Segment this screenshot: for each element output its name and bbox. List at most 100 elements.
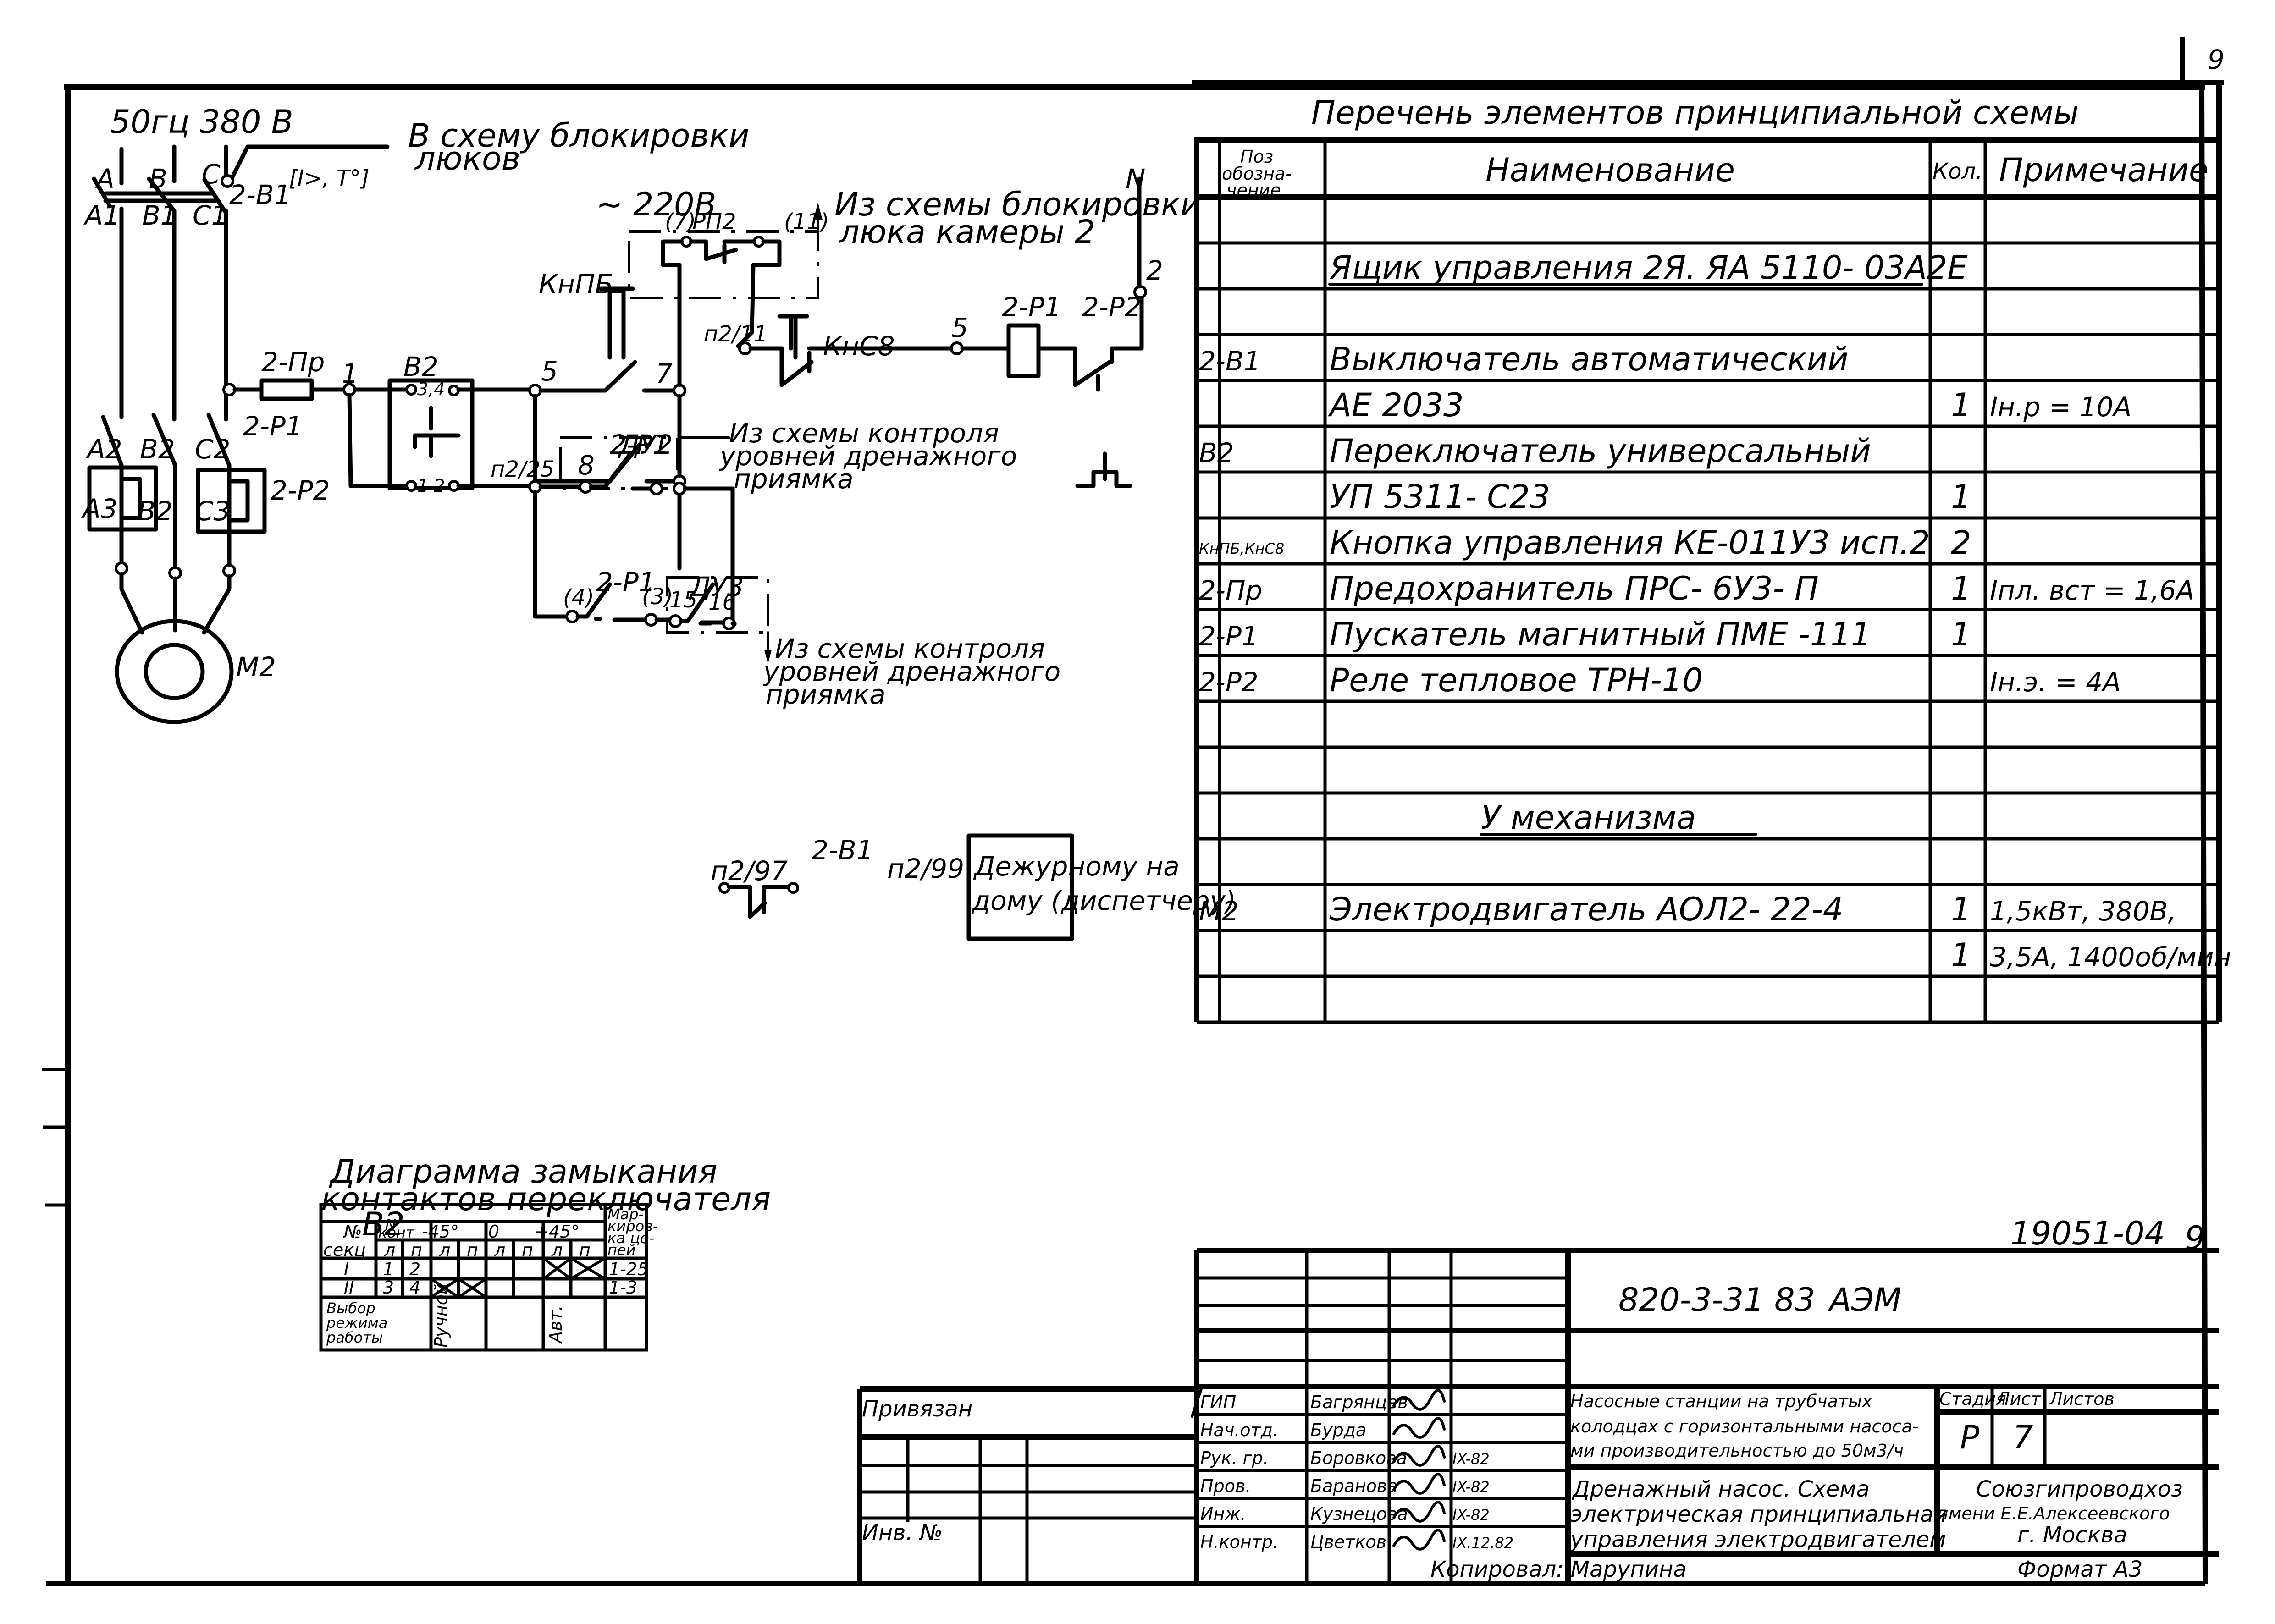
handwritten-signature xyxy=(1392,1501,1446,1523)
row-name: Переключатель универсальный xyxy=(1330,432,1871,470)
bound-label: Привязан xyxy=(862,1396,972,1422)
row-name: Кнопка управления КЕ-011У3 исп.2 xyxy=(1330,524,1930,562)
signature-name: Цветков xyxy=(1310,1532,1386,1552)
row-pos: 2-P1 xyxy=(1199,621,1259,652)
node-label-1: 1 xyxy=(342,358,359,389)
row-note: Iн.э. = 4А xyxy=(1990,666,2121,698)
row-qty: 1 xyxy=(1951,386,1971,424)
signature-role: Инж. xyxy=(1200,1504,1246,1524)
contacts-header: N xyxy=(385,1216,396,1233)
signature-name: Боровкова xyxy=(1310,1448,1407,1468)
row-pos: 2-Пр xyxy=(1199,575,1262,606)
circuit-marking: 1-25 xyxy=(609,1259,648,1279)
note-level-2-line2: уровней дренажного xyxy=(762,656,1060,687)
corner-mark: 9 xyxy=(2208,44,2225,75)
contact-left: 3 xyxy=(383,1277,394,1298)
control-voltage-label: ~ 220В xyxy=(596,186,717,223)
header-pos-line2: обозна- xyxy=(1222,164,1292,184)
lr-header: п xyxy=(579,1240,591,1260)
signature-row: Нач.отд.Бурда xyxy=(1197,1413,1568,1440)
row-pos: 2-В1 xyxy=(1199,346,1261,377)
contact-left: 1 xyxy=(383,1259,394,1279)
row-name: Пускатель магнитный ПМЕ -111 xyxy=(1330,616,1872,653)
contactor-main-label: 2-P1 xyxy=(243,411,303,442)
alarm-right-terminal: п2/99 xyxy=(887,853,964,884)
handwritten-signature xyxy=(1392,1473,1446,1495)
elements-table-row: У механизма xyxy=(1197,799,2219,841)
motor-label: M2 xyxy=(236,651,276,683)
node-label-4: (4) xyxy=(563,585,594,611)
signature-role: Рук. гр. xyxy=(1200,1448,1269,1468)
lr-header: л xyxy=(439,1240,450,1260)
row-qty: 1 xyxy=(1951,570,1971,607)
sheet-title-line2: электрическая принципиальная xyxy=(1570,1502,1947,1527)
switch-diagram-title-line2: контактов переключателя xyxy=(321,1180,771,1218)
row-name: У механизма xyxy=(1481,799,1696,837)
handwritten-signature xyxy=(1392,1529,1446,1551)
leader-mark xyxy=(1191,1387,1203,1418)
contact-right: 2 xyxy=(409,1259,420,1279)
phase-label-b2: B2 xyxy=(140,434,175,465)
alarm-box-line1: Дежурному на xyxy=(973,851,1180,882)
switch-contacts-bottom: 1 2 xyxy=(417,476,445,496)
alarm-circuit: п2/97 2-В1 п2/99 Дежурному на дому (дисп… xyxy=(711,833,1236,941)
row-qty: 1 xyxy=(1951,891,1971,928)
header-note: Примечание xyxy=(1999,151,2209,189)
node-label-2: 2 xyxy=(1146,255,1163,286)
note-level-1-line2: уровней дренажного xyxy=(719,440,1017,472)
lr-header: п xyxy=(522,1240,533,1260)
marking-header: пей xyxy=(607,1241,635,1259)
signature-date: IX-82 xyxy=(1452,1478,1490,1496)
header-pos-line3: чение xyxy=(1226,180,1281,200)
row-name: Выключатель автоматический xyxy=(1330,341,1848,378)
note-level-1-line1: Из схемы контроля xyxy=(729,418,999,449)
node-label-8: 8 xyxy=(578,450,595,481)
motor-symbol xyxy=(115,619,234,724)
mode-label: режима xyxy=(326,1314,387,1332)
coil-2p1 xyxy=(1006,323,1041,378)
power-circuit: 50гц 380 В A B C В схему блокировки люко… xyxy=(81,103,750,724)
lr-header: п xyxy=(411,1240,422,1260)
contacts-header: конт xyxy=(378,1224,415,1241)
mode-auto: Авт. xyxy=(546,1305,566,1344)
selfhold-label: 2-P1 xyxy=(610,429,669,460)
signature-name: Бурда xyxy=(1310,1420,1366,1440)
lr-header: л xyxy=(551,1240,563,1260)
row-pos: M2 xyxy=(1199,896,1239,927)
phase-label-b1: B1 xyxy=(142,200,177,231)
aux-contact-label: 2-P1 xyxy=(596,567,656,598)
row-name: Реле тепловое ТРН-10 xyxy=(1330,661,1703,699)
sheet-title-line3: управления электродвигателем xyxy=(1569,1527,1946,1552)
stage-label: Стадия xyxy=(1939,1389,2006,1409)
signature-name: Баранова xyxy=(1310,1476,1398,1496)
row-name: Предохранитель ПРС- 6У3- П xyxy=(1330,570,1819,607)
phase-label-c2: C2 xyxy=(195,434,230,465)
section-number: II xyxy=(344,1277,354,1298)
sheet-title-line1: Дренажный насос. Схема xyxy=(1572,1476,1870,1502)
switch-closure-diagram: Диаграмма замыкания контактов переключат… xyxy=(319,1153,771,1352)
format-label: Формат А3 xyxy=(2017,1557,2142,1582)
phase-label-c: C xyxy=(202,159,221,190)
section-header: секц xyxy=(323,1240,366,1260)
start-button-label: КнПБ xyxy=(539,269,613,300)
rp2-node-11: (11) xyxy=(784,209,829,235)
thermal-relay-label: 2-P2 xyxy=(271,475,330,506)
switch-contacts-top: 3,4 xyxy=(417,379,445,399)
row-note: 3,5А, 1400об/мин xyxy=(1990,941,2231,973)
phase-label-a1: A1 xyxy=(83,200,120,231)
contact-right: 4 xyxy=(409,1277,420,1298)
lr-header: л xyxy=(384,1240,395,1260)
sheet-value: 7 xyxy=(2013,1419,2033,1456)
elements-table-row: Ящик управления 2Я. ЯА 5110- 03А2Е xyxy=(1197,249,2219,291)
